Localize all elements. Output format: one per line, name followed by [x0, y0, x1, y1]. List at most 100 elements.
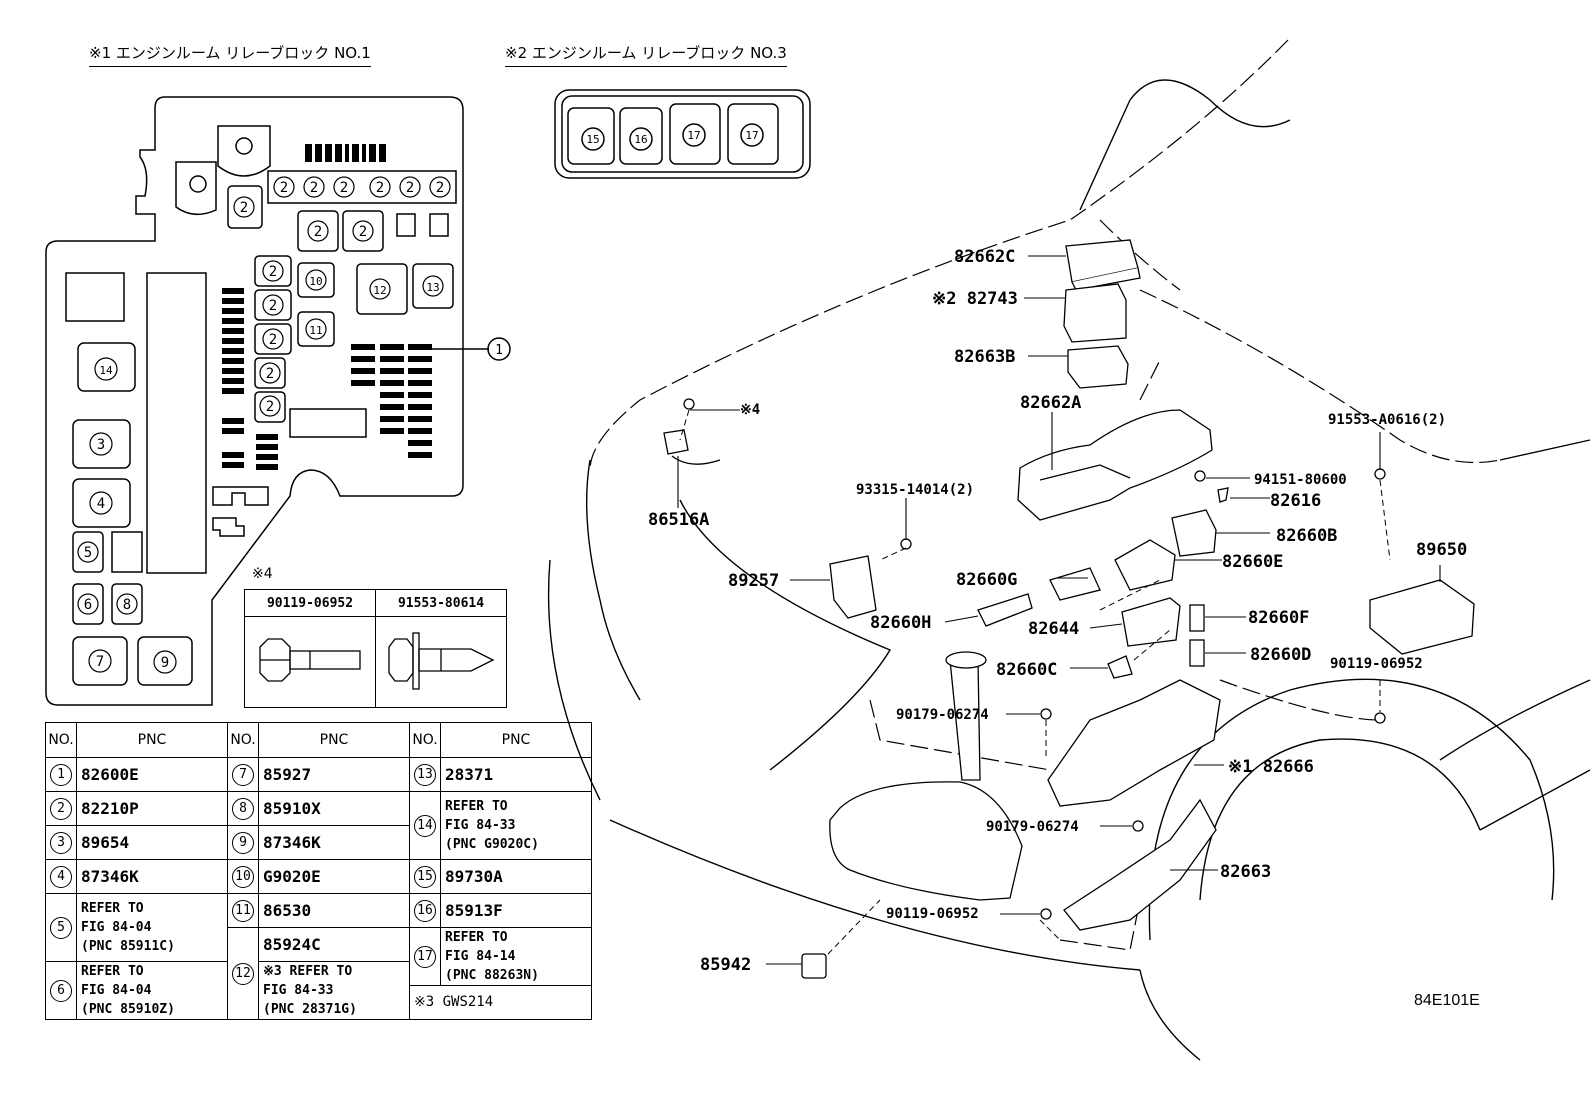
pnc-cell: 85913F [440, 893, 592, 928]
label-86516A: 86516A [648, 510, 709, 530]
svg-text:12: 12 [373, 284, 386, 297]
pnc-cell: 87346K [76, 859, 228, 894]
bolt-table: 90119-06952 91553-80614 [244, 589, 507, 708]
label-89650: 89650 [1416, 540, 1467, 560]
row-no: 3 [50, 832, 72, 854]
svg-text:2: 2 [310, 180, 318, 196]
label-85942: 85942 [700, 955, 751, 975]
label-90119-06952-b: 90119-06952 [886, 906, 979, 922]
label-93315-14014: 93315-14014(2) [856, 482, 974, 498]
pnc-cell: REFER TO FIG 84-33 (PNC G9020C) [440, 791, 592, 860]
label-82743: ※2 82743 [932, 289, 1018, 309]
row-no: 5 [50, 917, 72, 939]
bolt-left-pnc: 90119-06952 [244, 589, 376, 617]
svg-text:4: 4 [97, 496, 105, 512]
bolt-right-drawing [375, 616, 507, 708]
bolt-icon [259, 638, 361, 682]
row-no: 1 [50, 764, 72, 786]
parts-drawings [663, 239, 1475, 979]
callout-1: 1 [495, 343, 503, 358]
pnc-cell: G9020E [258, 859, 410, 894]
svg-text:14: 14 [99, 364, 113, 377]
label-90119-06952-a: 90119-06952 [1330, 656, 1423, 672]
svg-text:10: 10 [309, 275, 322, 288]
row-no: 15 [414, 866, 436, 888]
block3-item-17a: 17 [687, 129, 700, 142]
col-no: NO. [227, 722, 259, 758]
svg-text:5: 5 [84, 545, 92, 561]
label-82660E: 82660E [1222, 552, 1283, 572]
label-82644: 82644 [1028, 619, 1079, 639]
label-90179-06274-a: 90179-06274 [896, 707, 989, 723]
pnc-cell: 89730A [440, 859, 592, 894]
label-82660C: 82660C [996, 660, 1057, 680]
row-no: 4 [50, 866, 72, 888]
label-82660B: 82660B [1276, 526, 1337, 546]
svg-text:2: 2 [266, 399, 274, 415]
pnc-cell: 82600E [76, 757, 228, 792]
svg-text:13: 13 [426, 281, 439, 294]
row-no: 6 [50, 980, 72, 1002]
svg-text:2: 2 [314, 224, 322, 240]
label-82663B: 82663B [954, 347, 1015, 367]
row-no: 7 [232, 764, 254, 786]
col-pnc: PNC [258, 722, 410, 758]
block3-item-16: 16 [634, 133, 647, 146]
fuse-bars [222, 144, 432, 470]
svg-text:2: 2 [269, 264, 277, 280]
bolt-right-pnc: 91553-80614 [375, 589, 507, 617]
svg-text:2: 2 [406, 180, 414, 196]
pnc-cell: REFER TO FIG 84-04 (PNC 85910Z) [76, 961, 228, 1020]
col-no: NO. [45, 722, 77, 758]
row-no: 11 [232, 900, 254, 922]
clip-icon [388, 632, 495, 690]
row-no: 13 [414, 764, 436, 786]
label-82663: 82663 [1220, 862, 1271, 882]
label-82660F: 82660F [1248, 608, 1309, 628]
hood-dashed [589, 39, 1501, 951]
relay-block-1-outline [45, 96, 464, 706]
pnc-table: NO. PNC NO. PNC NO. PNC 1 82600E 7 85927… [45, 722, 592, 1020]
pnc-cell: 82210P [76, 791, 228, 826]
label-90179-06274-b: 90179-06274 [986, 819, 1079, 835]
pnc-cell: 28371 [440, 757, 592, 792]
relay-block-1-header: ※1 エンジンルーム リレーブロック NO.1 [89, 42, 371, 67]
row-no: 14 [414, 815, 436, 837]
svg-text:2: 2 [269, 332, 277, 348]
col-pnc: PNC [76, 722, 228, 758]
pnc-cell: ※3 REFER TO FIG 84-33 (PNC 28371G) [258, 961, 410, 1020]
col-pnc: PNC [440, 722, 592, 758]
label-82616: 82616 [1270, 491, 1321, 511]
svg-text:9: 9 [161, 655, 169, 671]
row-no: 17 [414, 946, 436, 968]
pnc-cell: 85910X [258, 791, 410, 826]
bolt-left-drawing [244, 616, 376, 708]
relay-block-3 [554, 89, 811, 179]
block3-item-17b: 17 [745, 129, 758, 142]
label-82660H: 82660H [870, 613, 931, 633]
svg-text:2: 2 [436, 180, 444, 196]
label-89257: 89257 [728, 571, 779, 591]
col-no: NO. [409, 722, 441, 758]
svg-text:2: 2 [280, 180, 288, 196]
svg-text:2: 2 [266, 366, 274, 382]
row-no: 8 [232, 798, 254, 820]
svg-text:8: 8 [123, 597, 131, 613]
figure-id: 84E101E [1414, 992, 1480, 1009]
pnc-cell: REFER TO FIG 84-04 (PNC 85911C) [76, 893, 228, 962]
pnc-cell: 89654 [76, 825, 228, 860]
pnc-cell: 86530 [258, 893, 410, 928]
svg-text:11: 11 [309, 324, 322, 337]
svg-text:2: 2 [240, 200, 248, 216]
label-82662A: 82662A [1020, 393, 1081, 413]
block3-item-15: 15 [586, 133, 599, 146]
svg-text:2: 2 [269, 298, 277, 314]
row-no: 9 [232, 832, 254, 854]
label-82666: ※1 82666 [1228, 757, 1314, 777]
row-no: 16 [414, 900, 436, 922]
label-note4: ※4 [740, 402, 760, 418]
label-82660G: 82660G [956, 570, 1017, 590]
label-91553-A0616: 91553-A0616(2) [1328, 412, 1446, 428]
pnc-cell: 87346K [258, 825, 410, 860]
